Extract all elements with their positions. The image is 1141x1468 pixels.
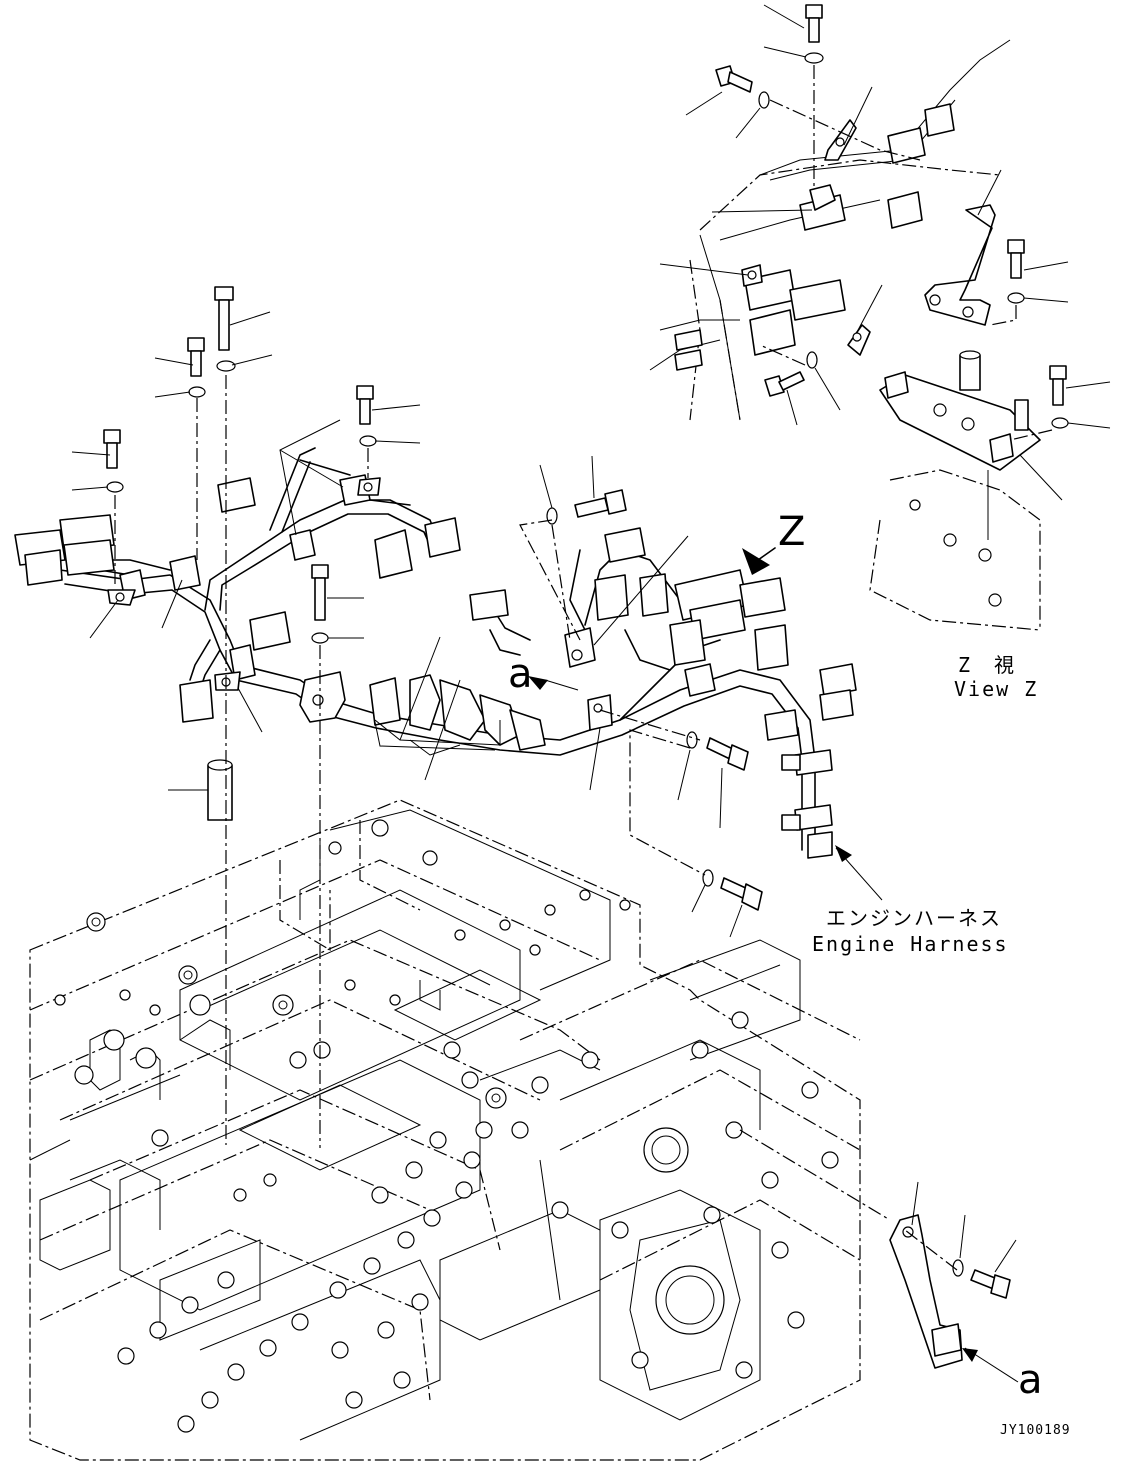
engine-harness-japanese: エンジンハーネス	[826, 906, 1002, 930]
arrow-a-bottom-label: a	[1018, 1357, 1043, 1403]
view-z-arrow	[742, 548, 770, 575]
arrow-a-top-head	[528, 676, 548, 690]
assembly-center-lines	[114, 65, 1053, 1271]
view-z-japanese: Z 視	[958, 653, 1017, 677]
engine-harness-english: Engine Harness	[812, 932, 1009, 956]
engine-bosses	[54, 819, 839, 1433]
connectors	[14, 477, 857, 741]
drawing-number: JY100189	[1000, 1423, 1071, 1438]
bolts-and-washers	[103, 4, 1069, 1369]
view-z-inset	[649, 39, 1041, 631]
protector-plates	[374, 719, 501, 756]
engine-harness	[29, 447, 816, 851]
arrow-a-bottom-head	[962, 1348, 978, 1362]
view-z-english: View Z	[954, 677, 1039, 701]
engine-harness-arrow-head	[835, 845, 852, 862]
view-z-label: Z	[778, 509, 806, 555]
arrow-a-top-label: a	[508, 651, 533, 697]
arrows	[528, 547, 978, 1362]
